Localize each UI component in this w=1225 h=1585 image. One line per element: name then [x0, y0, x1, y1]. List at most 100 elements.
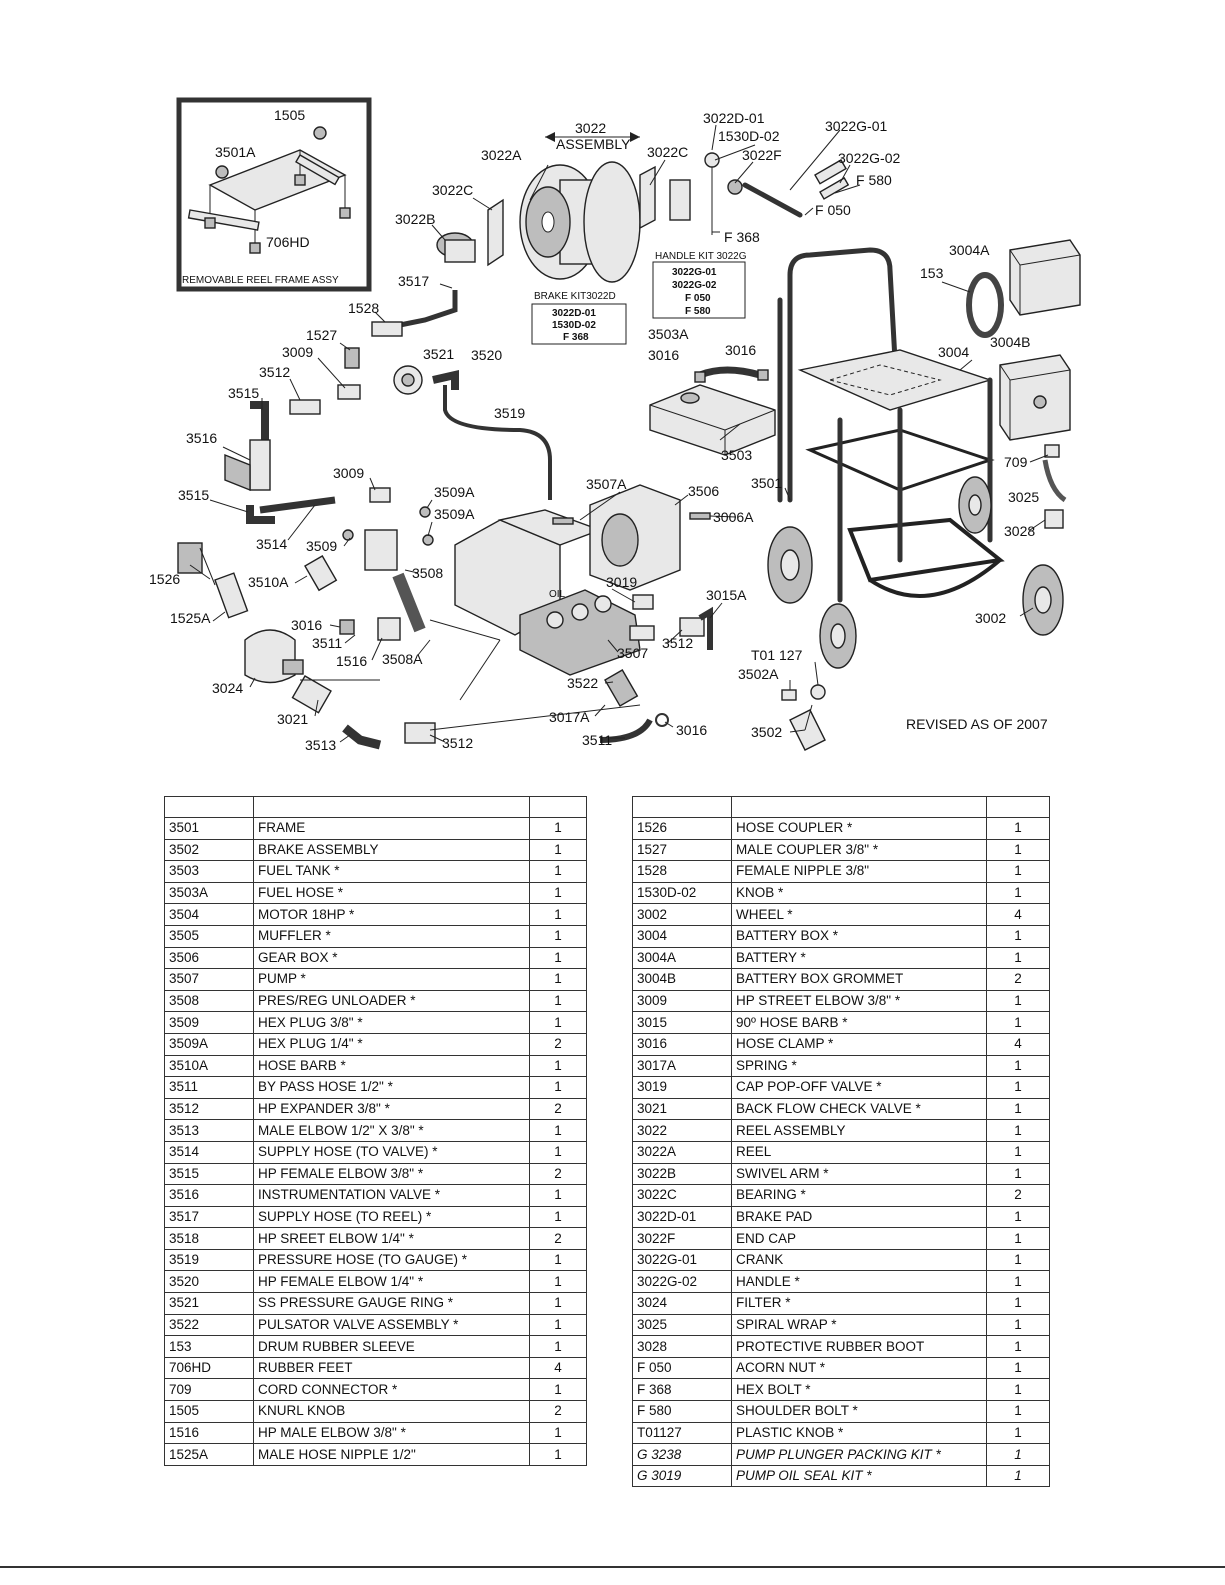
part-number-cell: 3022F [632, 1227, 732, 1250]
quantity-cell: 1 [529, 1248, 587, 1272]
callout-153: 153 [920, 265, 944, 281]
handle-kit-line: F 580 [685, 306, 711, 317]
callout-F580: F 580 [856, 172, 892, 188]
callout-3004A: 3004A [949, 242, 990, 258]
part-number-cell: 3022C [632, 1184, 732, 1207]
quantity-cell: 1 [529, 1335, 587, 1358]
brake-kit-line: 1530D-02 [552, 320, 596, 331]
callout-706HD: 706HD [266, 234, 310, 250]
callout-3522: 3522 [567, 675, 598, 691]
description-cell: HP FEMALE ELBOW 3/8" * [253, 1162, 530, 1186]
part-number-cell: 3521 [164, 1292, 254, 1315]
description-cell: SUPPLY HOSE (TO VALVE) * [253, 1140, 530, 1164]
header-cell [253, 796, 530, 818]
callout-3019: 3019 [606, 574, 637, 590]
exploded-parts-diagram: REMOVABLE REEL FRAME ASSY 3022 ASSEMBLY … [0, 0, 1225, 790]
description-cell: 90º HOSE BARB * [731, 1011, 987, 1034]
pressure-hose-drawing [443, 385, 552, 500]
part-number-cell: 3515 [164, 1162, 254, 1186]
part-number-cell: 3512 [164, 1097, 254, 1121]
description-cell: WHEEL * [731, 903, 987, 926]
description-cell: BRAKE ASSEMBLY [253, 838, 530, 862]
description-cell: PUMP * [253, 968, 530, 991]
callout-1525A: 1525A [170, 610, 211, 626]
reel-drawing [436, 161, 691, 283]
battery-box-drawing [999, 354, 1071, 441]
quantity-cell: 1 [986, 1400, 1050, 1423]
description-cell: PUMP PLUNGER PACKING KIT * [731, 1443, 987, 1466]
description-cell: MOTOR 18HP * [253, 903, 530, 926]
quantity-cell: 1 [986, 1011, 1050, 1034]
callout-1505: 1505 [274, 107, 305, 123]
handle-kit-line: F 050 [685, 293, 711, 304]
quantity-cell: 1 [986, 1313, 1050, 1337]
quantity-cell: 4 [986, 1032, 1050, 1056]
description-cell: SS PRESSURE GAUGE RING * [253, 1292, 530, 1315]
part-number-cell: 3022D-01 [632, 1205, 732, 1229]
callout-3022D-01: 3022D-01 [703, 110, 765, 126]
table-header-row [632, 796, 1050, 818]
callout-3503A: 3503A [648, 326, 689, 342]
quantity-cell: 1 [529, 968, 587, 991]
quantity-cell: 1 [986, 1335, 1050, 1358]
part-number-cell: 3022G-01 [632, 1248, 732, 1272]
quantity-cell: 1 [986, 1443, 1050, 1466]
part-number-cell: F 368 [632, 1378, 732, 1402]
part-number-cell: 3510A [164, 1054, 254, 1078]
part-number-cell: 1526 [632, 817, 732, 840]
callout-3515-bottom: 3515 [178, 487, 209, 503]
part-number-cell: 3022 [632, 1119, 732, 1142]
description-cell: HP MALE ELBOW 3/8" * [253, 1421, 530, 1445]
description-cell: SPRING * [731, 1054, 987, 1078]
callout-3002: 3002 [975, 610, 1006, 626]
part-number-cell: 3505 [164, 924, 254, 948]
callout-F368: F 368 [724, 229, 760, 245]
description-cell: FILTER * [731, 1292, 987, 1315]
quantity-cell: 1 [529, 860, 587, 883]
quantity-cell: 1 [986, 1356, 1050, 1380]
callout-3009-mid: 3009 [333, 465, 364, 481]
callout-3512-top: 3512 [259, 364, 290, 380]
quantity-cell: 1 [986, 1378, 1050, 1402]
description-cell: PROTECTIVE RUBBER BOOT [731, 1335, 987, 1358]
description-cell: BEARING * [731, 1184, 987, 1207]
part-number-cell: 3504 [164, 903, 254, 926]
callout-3502A: 3502A [738, 666, 779, 682]
callout-3006A: 3006A [713, 509, 754, 525]
description-cell: BY PASS HOSE 1/2" * [253, 1076, 530, 1099]
part-number-cell: 3509A [164, 1032, 254, 1056]
quantity-cell: 1 [986, 817, 1050, 840]
callout-3511-a: 3511 [312, 635, 342, 651]
callout-1530D-02: 1530D-02 [718, 128, 780, 144]
description-cell: GEAR BOX * [253, 946, 530, 970]
part-number-cell: 153 [164, 1335, 254, 1358]
description-cell: FUEL TANK * [253, 860, 530, 883]
brake-kit-box [531, 303, 627, 345]
quantity-cell: 1 [986, 1162, 1050, 1186]
quantity-cell: 1 [529, 1011, 587, 1034]
inset-caption: REMOVABLE REEL FRAME ASSY [182, 275, 339, 286]
page-bottom-rule [0, 1566, 1225, 1568]
crank-handle-drawing [704, 152, 850, 235]
callout-3508A: 3508A [382, 651, 423, 667]
quantity-cell: 1 [529, 1443, 587, 1466]
part-number-cell: 3004B [632, 968, 732, 991]
fuel-tank-drawing [649, 384, 776, 456]
